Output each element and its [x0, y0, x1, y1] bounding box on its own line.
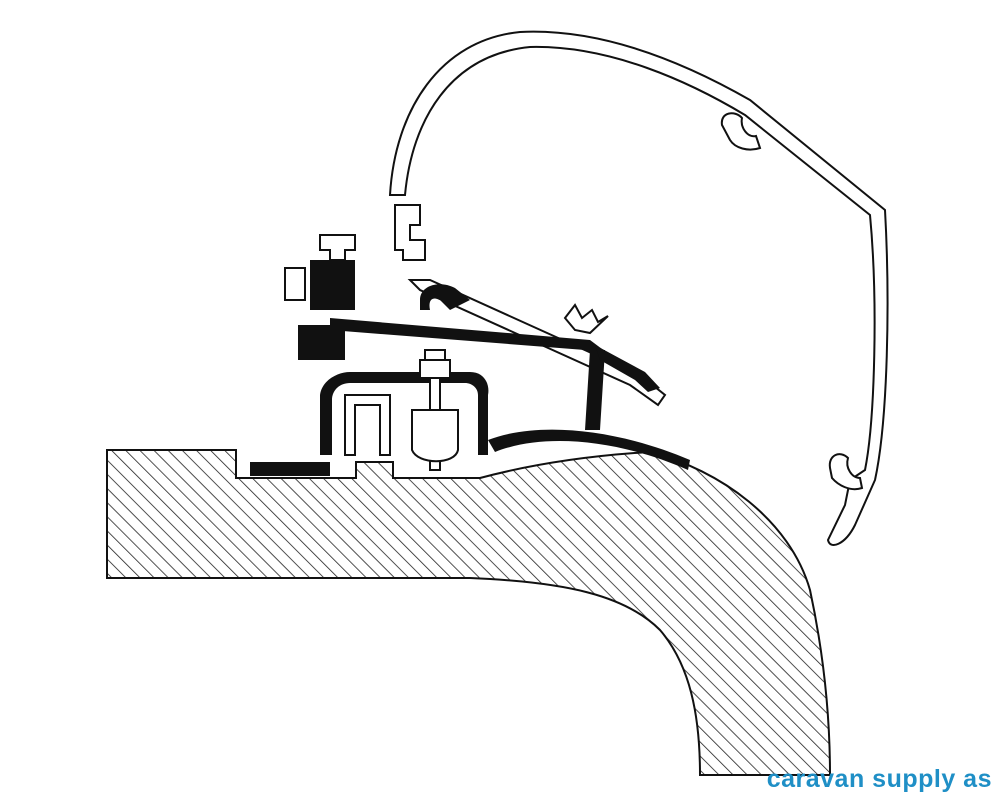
adjust-bolt-side	[284, 267, 306, 301]
adapter-vertical-leg	[585, 350, 605, 430]
adjust-nut-lower	[298, 325, 345, 360]
cassette-top-hook	[720, 112, 762, 151]
adapter-hook	[420, 284, 470, 310]
awning-cassette	[388, 30, 889, 546]
rail-inner-wall	[344, 394, 391, 456]
rail-right-skirt	[488, 429, 690, 470]
cassette-rear-clip	[394, 204, 426, 261]
clamp-nut	[419, 359, 451, 379]
cassette-bottom-hook	[828, 453, 864, 491]
clamp-block	[411, 409, 459, 463]
adapter-bracket	[330, 318, 610, 360]
brand-watermark: caravan supply as	[766, 765, 992, 793]
adjust-nut-block	[310, 260, 355, 310]
adjust-bolt-top	[319, 234, 356, 261]
adapter-support-arm	[595, 345, 660, 392]
adapter-y-clip	[563, 303, 609, 335]
roof-wall-section	[106, 449, 832, 776]
roof-rail-profile	[320, 372, 489, 455]
rail-left-foot	[250, 462, 330, 476]
